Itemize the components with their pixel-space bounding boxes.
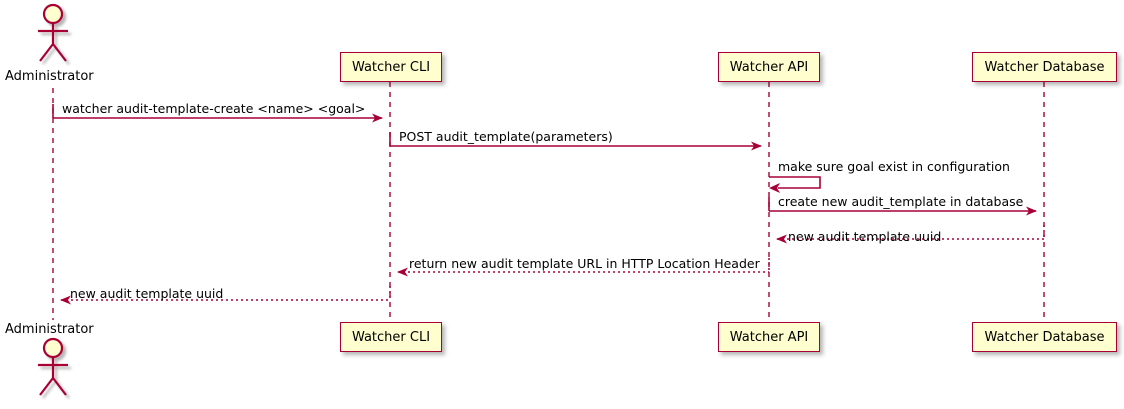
message-label-2: POST audit_template(parameters) — [399, 129, 613, 144]
message-label-4: create new audit_template in database — [778, 194, 1024, 209]
participant-box-watcher-cli-bottom[interactable]: Watcher CLI — [340, 322, 442, 352]
message-label-3: make sure goal exist in configuration — [778, 159, 1010, 174]
actor-label-administrator-top: Administrator — [5, 69, 94, 84]
message-arrow-4 — [768, 197, 1037, 216]
message-label-7: new audit template uuid — [70, 286, 224, 301]
actor-label-administrator-bottom: Administrator — [5, 322, 94, 337]
message-arrow-1 — [52, 104, 383, 123]
participant-box-watcher-cli-top[interactable]: Watcher CLI — [340, 52, 442, 82]
message-arrow-3-self — [769, 176, 821, 193]
message-arrow-6 — [397, 258, 770, 277]
actor-administrator-bottom-figure — [38, 337, 68, 396]
message-arrow-7 — [60, 286, 391, 305]
participant-box-watcher-api-bottom[interactable]: Watcher API — [718, 322, 820, 352]
message-arrow-2 — [389, 132, 762, 151]
message-label-1: watcher audit-template-create <name> <go… — [62, 101, 366, 116]
actor-administrator-top-figure — [38, 3, 68, 62]
participant-box-watcher-database-top[interactable]: Watcher Database — [972, 52, 1117, 82]
message-arrow-5 — [776, 225, 1045, 244]
participant-box-watcher-database-bottom[interactable]: Watcher Database — [972, 322, 1117, 352]
message-label-5: new audit template uuid — [788, 229, 942, 244]
participant-box-watcher-api-top[interactable]: Watcher API — [718, 52, 820, 82]
message-label-6: return new audit template URL in HTTP Lo… — [409, 256, 760, 271]
